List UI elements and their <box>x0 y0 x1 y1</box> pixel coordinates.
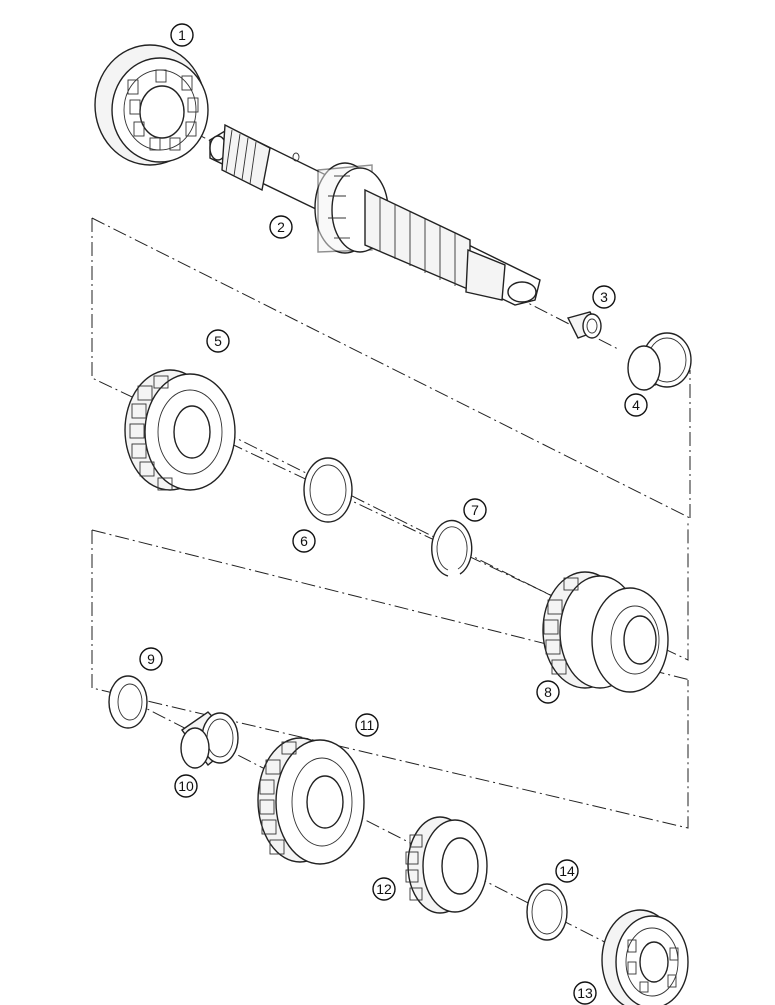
callout-3: 3 <box>592 285 616 309</box>
part-11-gear <box>257 737 365 865</box>
callout-14: 14 <box>555 859 579 883</box>
callout-13: 13 <box>573 981 597 1005</box>
callout-5-label: 5 <box>214 333 222 349</box>
part-1-roller-bearing <box>94 44 209 166</box>
part-4-bushing <box>627 332 692 391</box>
callout-1: 1 <box>170 23 194 47</box>
callout-14-label: 14 <box>559 863 575 879</box>
part-5-gear <box>124 369 236 491</box>
callout-2: 2 <box>269 215 293 239</box>
callout-11-label: 11 <box>360 717 375 733</box>
part-2-main-shaft <box>209 123 541 306</box>
callout-1-label: 1 <box>178 27 186 43</box>
part-14-thrust-washer <box>526 883 568 941</box>
callout-8-label: 8 <box>544 684 552 700</box>
callout-3-label: 3 <box>600 289 608 305</box>
callout-10: 10 <box>174 774 198 798</box>
callout-11: 11 <box>355 713 379 737</box>
part-13-roller-bearing <box>601 909 689 1005</box>
callout-4-label: 4 <box>632 397 640 413</box>
part-8-gear-pair <box>542 571 669 693</box>
callout-12-label: 12 <box>376 881 392 897</box>
part-3-needle-bearing <box>566 311 602 339</box>
part-6-thrust-washer <box>303 457 353 523</box>
callout-4: 4 <box>624 393 648 417</box>
callout-8: 8 <box>536 680 560 704</box>
part-12-gear <box>405 816 488 914</box>
callout-6: 6 <box>292 529 316 553</box>
part-7-circlip <box>431 519 473 577</box>
callout-13-label: 13 <box>577 985 593 1001</box>
callout-9-label: 9 <box>147 651 155 667</box>
callout-7: 7 <box>463 498 487 522</box>
callout-9: 9 <box>139 647 163 671</box>
part-9-splined-washer <box>108 675 148 729</box>
part-10-sleeve-bushing <box>180 711 239 769</box>
callout-2-label: 2 <box>277 219 285 235</box>
callout-6-label: 6 <box>300 533 308 549</box>
callout-5: 5 <box>206 329 230 353</box>
callout-7-label: 7 <box>471 502 479 518</box>
callout-12: 12 <box>372 877 396 901</box>
callout-10-label: 10 <box>178 778 194 794</box>
